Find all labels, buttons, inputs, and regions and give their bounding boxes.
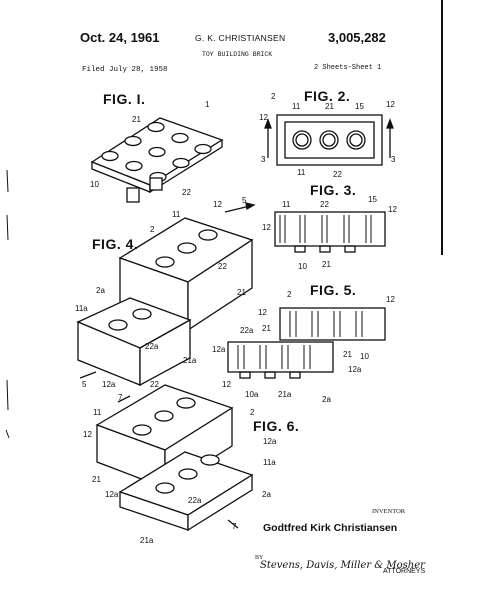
ref-label: 11a [75, 304, 88, 313]
ref-label: 21 [132, 115, 141, 124]
margin-marks [5, 169, 10, 439]
ref-label: 12a [212, 345, 226, 354]
attorneys-signature: Stevens, Davis, Miller & Mosher [260, 560, 425, 571]
ref-label: 10 [90, 180, 99, 189]
ref-label: 11 [292, 102, 301, 111]
filed-date: Filed July 28, 1958 [82, 66, 168, 74]
inventor-name: Godtfred Kirk Christiansen [263, 522, 398, 534]
ref-label: 12 [213, 200, 222, 209]
ref-label: 15 [368, 195, 377, 204]
ref-label: 12 [386, 295, 395, 304]
ref-label: 2 [250, 408, 255, 417]
ref-label: 22 [150, 380, 159, 389]
ref-label: 22 [218, 262, 227, 271]
ref-label: 21a [140, 536, 154, 545]
ref-label: 7 [118, 393, 123, 402]
ref-label: 12 [259, 113, 268, 122]
ref-label: 12 [388, 205, 397, 214]
by-label: BY [255, 555, 264, 561]
ref-label: 21a [183, 356, 197, 365]
ref-label: 5 [82, 380, 87, 389]
ref-label: 22a [240, 326, 254, 335]
fig6-drawing [95, 384, 254, 532]
ref-label: 21 [325, 102, 334, 111]
ref-label: 12a [102, 380, 116, 389]
ref-label: 5 [242, 196, 247, 205]
patent-date: Oct. 24, 1961 [80, 30, 160, 45]
fig5-drawing [227, 307, 386, 379]
fig3-drawing [274, 211, 386, 253]
ref-label: 15 [355, 102, 364, 111]
fig1-drawing [90, 117, 224, 203]
fig2-title: FIG. 2. [304, 88, 351, 104]
inventor-header: G. K. CHRISTIANSEN [195, 33, 286, 43]
fig1-title: FIG. I. [103, 91, 146, 107]
fig3-title: FIG. 3. [310, 182, 357, 198]
ref-label: 12 [386, 100, 395, 109]
ref-label: 12a [263, 437, 277, 446]
ref-label: 12a [348, 365, 362, 374]
ref-label: 10 [298, 262, 307, 271]
ref-label: 12 [83, 430, 92, 439]
ref-label: 11 [282, 200, 291, 209]
ref-label: 21a [278, 390, 292, 399]
ref-label: 2 [287, 290, 292, 299]
ref-label: 12 [258, 308, 267, 317]
ref-label: 12 [262, 223, 271, 232]
ref-label: 2 [271, 92, 276, 101]
ref-label: 2 [150, 225, 155, 234]
ref-label: 21 [343, 350, 352, 359]
ref-label: 10a [245, 390, 259, 399]
ref-label: 11 [172, 210, 181, 219]
ref-label: 2a [322, 395, 331, 404]
fig4-title: FIG. 4. [92, 236, 139, 252]
ref-label: 12a [105, 490, 119, 499]
sheet-count: 2 Sheets-Sheet 1 [314, 64, 382, 72]
ref-label: 22 [320, 200, 329, 209]
ref-label: 22 [182, 188, 191, 197]
ref-label: 22a [188, 496, 202, 505]
ref-label: 21 [237, 288, 246, 297]
ref-label: 3 [261, 155, 266, 164]
ref-label: 21 [322, 260, 331, 269]
ref-label: 22 [333, 170, 342, 179]
ref-label: 2a [262, 490, 271, 499]
ref-label: 7 [232, 522, 237, 531]
ref-label: 21 [262, 324, 271, 333]
ref-label: 1 [205, 100, 210, 109]
page-edge-line [441, 0, 443, 255]
fig4-drawing [76, 202, 256, 387]
fig2-drawing [264, 114, 394, 166]
ref-label: 21 [92, 475, 101, 484]
patent-title: TOY BUILDING BRICK [202, 51, 273, 58]
patent-number: 3,005,282 [328, 30, 386, 45]
ref-label: 11a [263, 458, 276, 467]
ref-label: 12 [222, 380, 231, 389]
ref-label: 11 [93, 408, 102, 417]
ref-label: 10 [360, 352, 369, 361]
attorneys-label: ATTORNEYS [383, 568, 426, 575]
fig6-title: FIG. 6. [253, 418, 300, 434]
ref-label: 2a [96, 286, 105, 295]
ref-label: 11 [297, 168, 306, 177]
fig5-title: FIG. 5. [310, 282, 357, 298]
inventor-label: INVENTOR [372, 508, 406, 515]
ref-label: 22a [145, 342, 159, 351]
ref-label: 3 [391, 155, 396, 164]
